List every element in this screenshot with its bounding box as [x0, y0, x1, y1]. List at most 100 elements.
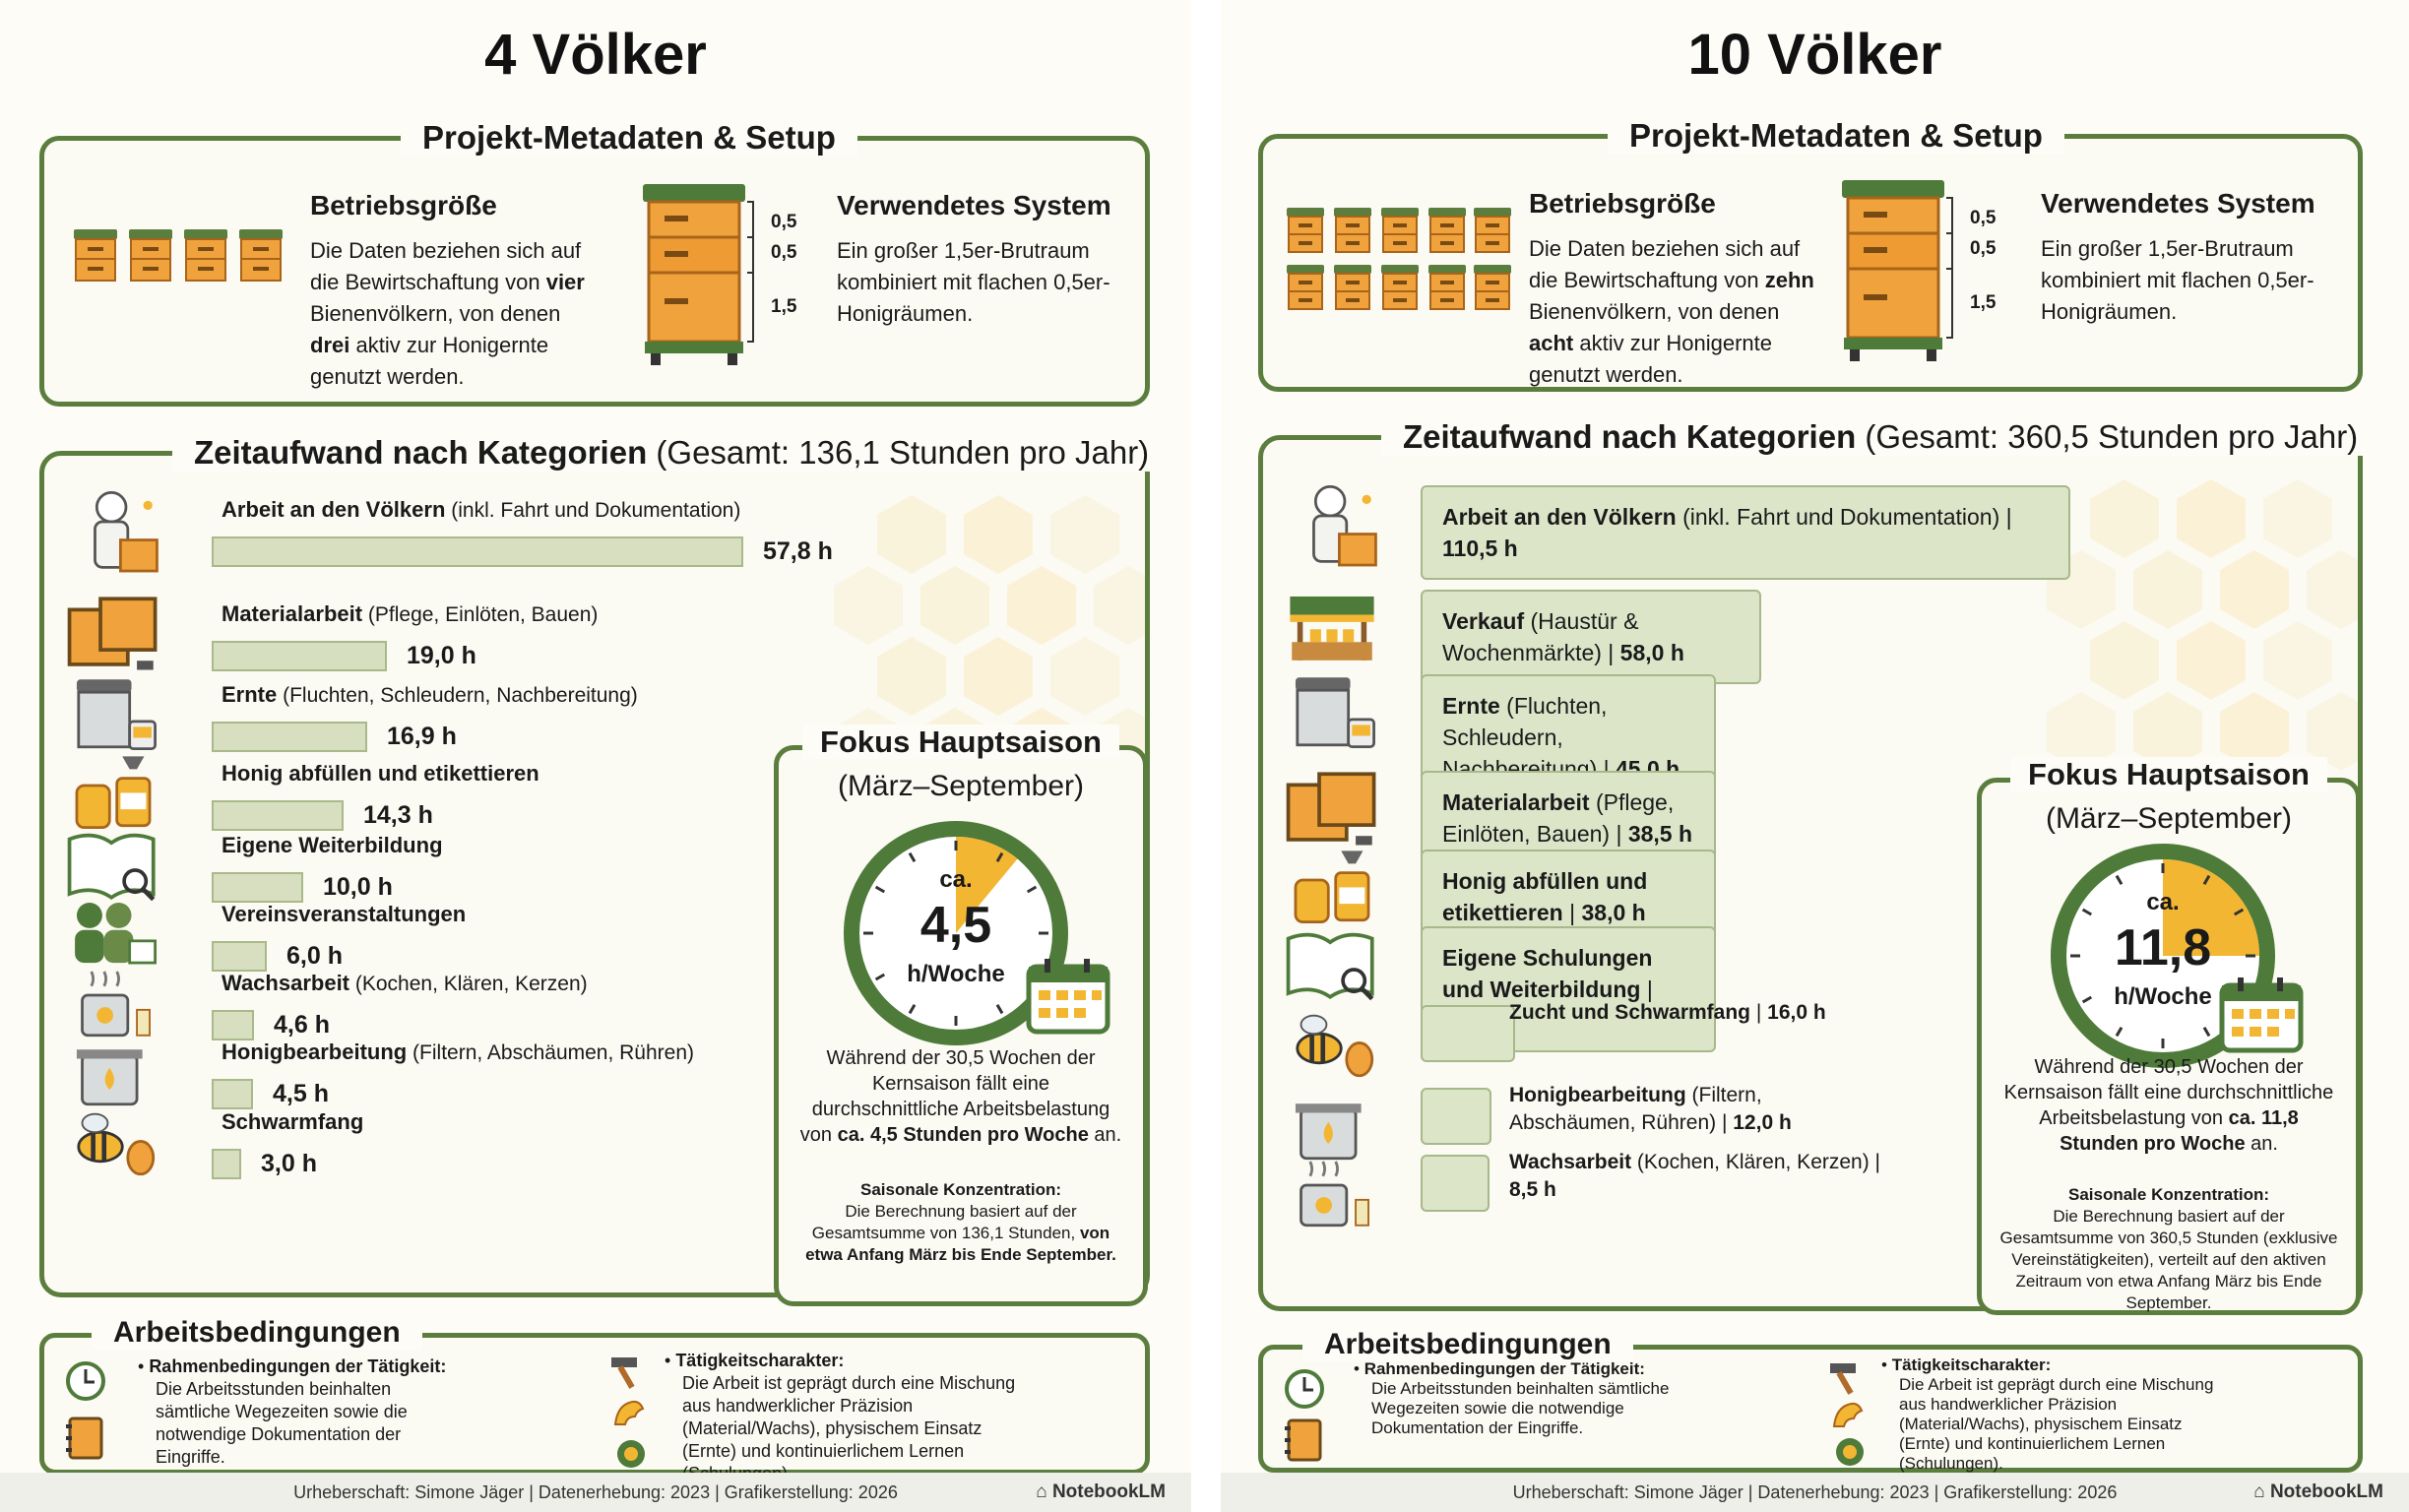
- category-bar: [1421, 1005, 1515, 1062]
- panel-10-voelker: 10 Völker Projekt-Metadaten & Setup Betr…: [1221, 0, 2409, 1512]
- beekeeper-icon: [64, 485, 162, 584]
- fokus-note-title: Saisonale Konzentration:: [2067, 1185, 2270, 1204]
- footer: Urheberschaft: Simone Jäger | Datenerheb…: [0, 1473, 1191, 1512]
- bee-icon: [1283, 999, 1389, 1105]
- gauge-tick: [908, 851, 917, 863]
- hive-label-2: 0,5: [1970, 238, 1997, 259]
- category-value: 4,5 h: [273, 1080, 329, 1107]
- category-label: Honigbearbeitung (Filtern, Abschäumen, R…: [1509, 1082, 1883, 1137]
- system-section: Verwendetes System Ein großer 1,5er-Brut…: [837, 190, 1132, 330]
- honey-pot-icon: [1283, 1082, 1389, 1188]
- category-label: Schwarmfang: [222, 1109, 363, 1135]
- category-bar: [212, 941, 267, 972]
- rahmen-section: • Rahmenbedingungen der Tätigkeit:Die Ar…: [138, 1355, 463, 1469]
- honey-pot-icon: [64, 1028, 162, 1126]
- gauge-tick: [995, 1003, 1004, 1015]
- category-detail: (Pflege, Einlöten, Bauen) |: [1442, 789, 1675, 847]
- category-name: Honig abfüllen und etikettieren: [222, 761, 539, 786]
- category-label: Eigene Weiterbildung: [222, 833, 443, 858]
- brand-label: NotebookLM: [1051, 1481, 1166, 1502]
- category-detail: (inkl. Fahrt und Dokumentation): [445, 499, 741, 522]
- category-detail: (Filtern, Abschäumen, Rühren) |: [1509, 1084, 1762, 1134]
- honeycomb-cell: [877, 637, 946, 716]
- clock-icon: [1283, 1367, 1326, 1416]
- honeycomb-cell: [1094, 566, 1145, 645]
- system-section: Verwendetes System Ein großer 1,5er-Brut…: [2041, 188, 2336, 328]
- category-name: Ernte: [222, 682, 278, 707]
- notebooklm-brand: ⌂ NotebookLM: [1036, 1481, 1166, 1502]
- honeycomb-cell: [2133, 550, 2202, 629]
- category-label: Zucht und Schwarmfang | 16,0 h: [1509, 999, 1883, 1027]
- people-icon: [64, 890, 162, 988]
- category-detail: (Fluchten, Schleudern, Nachbereitung): [277, 684, 638, 707]
- system-title: Verwendetes System: [837, 190, 1111, 220]
- category-row: Arbeit an den Völkern (inkl. Fahrt und D…: [1283, 479, 2070, 580]
- taet-section: • Tätigkeitscharakter:Die Arbeit ist gep…: [665, 1350, 1019, 1485]
- gauge-tick: [2115, 874, 2124, 886]
- frames-icon: [64, 590, 162, 688]
- category-row: Arbeit an den Völkern (inkl. Fahrt und D…: [64, 485, 833, 574]
- hive-stack-icon: [1834, 176, 1972, 368]
- category-name: Arbeit an den Völkern: [1442, 504, 1677, 530]
- taet-section: • Tätigkeitscharakter:Die Arbeit ist gep…: [1881, 1355, 2236, 1474]
- meta-heading: Projekt-Metadaten & Setup: [1608, 117, 2064, 155]
- system-text: Ein großer 1,5er-Brutraum kombiniert mit…: [2041, 236, 2314, 324]
- fokus-note: Saisonale Konzentration:Die Berechnung b…: [1997, 1184, 2340, 1314]
- category-detail: (Filtern, Abschäumen, Rühren): [407, 1041, 695, 1064]
- rahmen-title: Rahmenbedingungen der Tätigkeit:: [1363, 1359, 1645, 1378]
- gauge-fill: [2163, 859, 2259, 956]
- panel-4-voelker: 4 Völker Projekt-Metadaten & Setup Betri…: [0, 0, 1191, 1512]
- betrieb-text-1: Die Daten beziehen sich auf die Bewirtsc…: [1529, 236, 1801, 292]
- zeit-total: (Gesamt: 136,1 Stunden pro Jahr): [656, 434, 1150, 471]
- taet-title: Tätigkeitscharakter:: [675, 1351, 845, 1370]
- fokus-desc: Während der 30,5 Wochen der Kernsaison f…: [798, 1045, 1123, 1148]
- brain-gear-icon: [1830, 1432, 1870, 1477]
- arbeit-box: Arbeitsbedingungen • Rahmenbedingungen d…: [1258, 1328, 2363, 1474]
- betrieb-count-total: zehn: [1764, 268, 1814, 292]
- fokus-desc-end: an.: [2245, 1133, 2278, 1155]
- footer-credits: Urheberschaft: Simone Jäger | Datenerheb…: [1512, 1482, 2118, 1502]
- arbeit-heading: Arbeitsbedingungen: [92, 1316, 422, 1350]
- fokus-note-highlight: von etwa Anfang März bis Ende September.: [805, 1224, 1116, 1264]
- honeycomb-cell: [2263, 621, 2332, 700]
- notebooklm-brand: ⌂ NotebookLM: [2253, 1481, 2383, 1502]
- category-name: Eigene Schulungen und Weiterbildung: [1442, 945, 1653, 1002]
- hammer-icon: [1826, 1357, 1866, 1402]
- category-name: Wachsarbeit: [1509, 1151, 1632, 1173]
- category-name: Honig abfüllen und etikettieren: [1442, 868, 1648, 925]
- category-label: Honigbearbeitung (Filtern, Abschäumen, R…: [222, 1040, 694, 1065]
- meta-box: Projekt-Metadaten & Setup Betriebsgröße …: [1258, 117, 2363, 392]
- category-name: Materialarbeit: [222, 601, 363, 626]
- zeit-total: (Gesamt: 360,5 Stunden pro Jahr): [1865, 418, 2359, 455]
- category-bar: [212, 641, 387, 671]
- bee-icon: [64, 1098, 162, 1196]
- betrieb-text-2: Bienenvölkern, von denen: [1529, 299, 1780, 324]
- betrieb-text-3: aktiv zur Honigernte genutzt werden.: [1529, 331, 1773, 387]
- category-name: Verkauf: [1442, 608, 1525, 634]
- gauge-fill: [956, 837, 1018, 933]
- rahmen-text: Die Arbeitsstunden beinhalten sämtliche …: [156, 1379, 408, 1467]
- category-label: Materialarbeit (Pflege, Einlöten, Bauen): [222, 601, 598, 627]
- honeycomb-cell: [1050, 495, 1119, 574]
- category-label: Honig abfüllen und etikettieren | 38,0 h: [1442, 865, 1694, 928]
- category-name: Zucht und Schwarmfang: [1509, 1001, 1751, 1024]
- meta-heading: Projekt-Metadaten & Setup: [401, 119, 857, 157]
- gauge-tick: [2081, 995, 2093, 1004]
- honeycomb-cell: [2090, 621, 2159, 700]
- gauge-unit: h/Woche: [2114, 983, 2212, 1010]
- category-value: 57,8 h: [763, 537, 833, 565]
- brain-gear-icon: [611, 1434, 651, 1479]
- honeycomb-cell: [2220, 550, 2289, 629]
- hive-label-1: 0,5: [771, 212, 797, 232]
- category-label: Vereinsveranstaltungen: [222, 902, 466, 927]
- category-value: 16,9 h: [387, 723, 457, 750]
- gauge-tick: [1026, 885, 1038, 894]
- honeycomb-cell: [2177, 621, 2246, 700]
- category-label: Honig abfüllen und etikettieren: [222, 761, 539, 787]
- panel-title: 10 Völker: [1687, 23, 1942, 87]
- category-bar: Arbeit an den Völkern (inkl. Fahrt und D…: [1421, 485, 2070, 580]
- small-hives-icon: [72, 227, 298, 291]
- category-row: Honigbearbeitung (Filtern, Abschäumen, R…: [1283, 1082, 1992, 1176]
